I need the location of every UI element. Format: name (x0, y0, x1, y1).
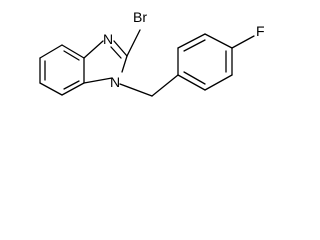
imidazole-ring (83, 40, 128, 84)
bond (204, 33, 233, 49)
bond (39, 44, 63, 59)
bond-c-br (126, 29, 141, 57)
bond (61, 82, 85, 96)
benzyl-nitrogen-label: N (110, 74, 120, 90)
structure-canvas: N Br N F (0, 0, 311, 114)
bond-c-f (231, 35, 255, 49)
inner-double-bond (63, 50, 80, 61)
fluorine-label: F (256, 23, 265, 39)
benzo-ring (39, 44, 85, 96)
benzimidazole-structure: N Br N F (39, 9, 265, 97)
bromine-label: Br (133, 9, 147, 25)
bond (83, 40, 104, 59)
bond (113, 40, 128, 57)
bond (121, 55, 128, 73)
bond (177, 74, 206, 91)
bond (204, 74, 233, 91)
inner-double-bond (183, 39, 206, 52)
imidazole-nitrogen-label: N (103, 31, 113, 47)
bond-ch2-aryl (151, 74, 179, 97)
inner-double-bond (183, 71, 206, 85)
bond (61, 44, 85, 59)
double-bond (110, 46, 122, 59)
bond-n-ch2 (119, 83, 153, 97)
bond (39, 82, 63, 96)
bond (177, 33, 206, 49)
fluorophenyl-ring (177, 33, 233, 91)
inner-double-bond (63, 80, 80, 90)
bond (83, 77, 113, 84)
